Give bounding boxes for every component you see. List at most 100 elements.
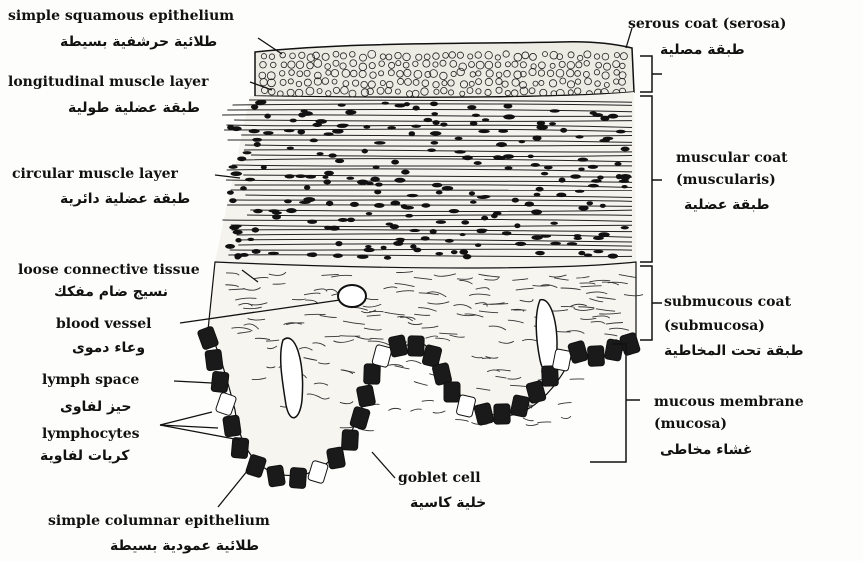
epithelial-cell <box>341 430 358 451</box>
muscle-nucleus <box>381 246 387 250</box>
epithelial-cell <box>289 467 306 488</box>
muscle-nucleus <box>323 132 333 136</box>
muscle-nucleus <box>550 242 561 245</box>
muscle-nucleus <box>435 252 443 255</box>
muscle-nucleus <box>588 184 599 188</box>
muscle-nucleus <box>449 209 460 213</box>
muscle-nucleus <box>549 122 556 125</box>
muscle-nucleus <box>427 148 436 152</box>
muscle-nucleus <box>421 236 430 240</box>
muscle-nucleus <box>304 185 311 190</box>
villus-fiber <box>388 408 401 410</box>
label-simple-columnar: simple columnar epithelium <box>48 513 270 529</box>
muscle-nucleus <box>409 229 420 232</box>
muscle-nucleus <box>390 201 400 206</box>
muscle-nucleus <box>295 174 305 178</box>
muscle-nucleus <box>463 254 472 259</box>
muscle-nucleus <box>550 222 558 225</box>
label-circular-muscle: circular muscle layer <box>12 166 178 182</box>
muscle-nucleus <box>335 241 342 246</box>
muscle-nucleus <box>600 116 609 121</box>
muscle-nucleus <box>496 142 507 147</box>
muscle-nucleus <box>374 203 385 208</box>
muscle-nucleus <box>432 183 443 188</box>
muscle-nucleus <box>357 179 368 184</box>
muscle-nucleus <box>235 238 241 243</box>
label-lymph-space: lymph space <box>42 372 139 388</box>
muscle-nucleus <box>560 128 567 133</box>
muscle-nucleus <box>233 230 243 235</box>
muscle-nucleus <box>310 139 319 143</box>
label-longitudinal-muscle: longitudinal muscle layer <box>8 74 208 90</box>
label-lymph-space-ar: حيز لفاوى <box>60 399 132 415</box>
muscle-nucleus <box>252 249 261 254</box>
muscle-nucleus <box>436 191 443 195</box>
muscle-nucleus <box>249 129 260 133</box>
villus-fiber <box>558 403 572 405</box>
muscle-nucleus <box>504 166 512 169</box>
muscle-nucleus <box>227 125 234 130</box>
muscle-nucleus <box>363 125 370 129</box>
muscle-nucleus <box>598 232 609 237</box>
muscle-nucleus <box>298 113 306 118</box>
muscle-nucleus <box>619 180 630 183</box>
label-serous-coat-ar: طبقة مصلية <box>660 42 745 58</box>
muscle-nucleus <box>470 200 477 203</box>
muscle-nucleus <box>285 174 295 178</box>
muscle-nucleus <box>338 124 349 127</box>
muscle-nucleus <box>263 131 274 135</box>
label-blood-vessel-ar: وعاء دموى <box>72 340 145 356</box>
muscle-nucleus <box>387 126 396 130</box>
muscle-nucleus <box>362 149 368 154</box>
muscle-nucleus <box>243 151 252 154</box>
muscle-nucleus <box>391 160 399 165</box>
muscle-nucleus <box>481 216 488 221</box>
muscle-nucleus <box>272 214 281 219</box>
epithelial-cell <box>245 454 266 478</box>
muscle-nucleus <box>357 255 369 259</box>
label-mucous-membrane: mucous membrane <box>654 394 804 410</box>
muscle-nucleus <box>556 193 566 197</box>
muscle-nucleus <box>454 150 465 153</box>
muscle-nucleus <box>503 104 512 109</box>
muscle-nucleus <box>240 186 247 190</box>
muscle-nucleus <box>531 235 542 240</box>
muscle-nucleus <box>284 199 292 203</box>
muscle-nucleus <box>597 175 604 179</box>
muscle-nucleus <box>574 234 582 237</box>
muscle-nucleus <box>460 233 466 236</box>
muscle-nucleus <box>469 191 475 195</box>
label-simple-squamous-ar: طلائية حرشفية بسيطة <box>60 34 217 50</box>
muscle-nucleus <box>616 130 626 134</box>
muscle-nucleus <box>461 220 469 224</box>
muscle-nucleus <box>559 178 566 183</box>
villus-fiber <box>406 361 421 364</box>
muscle-nucleus <box>259 100 267 105</box>
muscle-nucleus <box>455 137 463 140</box>
villus-fiber <box>561 416 571 418</box>
muscle-nucleus <box>493 211 502 215</box>
muscle-nucleus <box>470 121 478 126</box>
muscle-nucleus <box>268 252 279 255</box>
muscle-nucleus <box>431 141 439 145</box>
muscle-nucleus <box>228 165 237 169</box>
connective-fiber <box>340 336 360 337</box>
muscle-nucleus <box>303 197 315 202</box>
blood-vessel <box>338 285 366 307</box>
epithelial-cell <box>205 349 223 371</box>
muscle-nucleus <box>323 179 331 184</box>
goblet-cell <box>552 349 572 372</box>
muscle-nucleus <box>621 226 629 229</box>
villus-fiber <box>422 400 434 401</box>
muscle-nucleus <box>410 244 416 248</box>
label-mucous-membrane-ar: غشاء مخاطى <box>660 442 752 458</box>
muscle-nucleus <box>592 113 603 117</box>
villus-fiber <box>537 422 551 423</box>
muscle-nucleus <box>578 205 588 210</box>
muscle-nucleus <box>253 209 262 213</box>
muscle-nucleus <box>374 141 386 144</box>
muscle-nucleus <box>407 194 419 197</box>
epithelial-cell <box>356 385 376 408</box>
muscle-nucleus <box>251 104 258 109</box>
